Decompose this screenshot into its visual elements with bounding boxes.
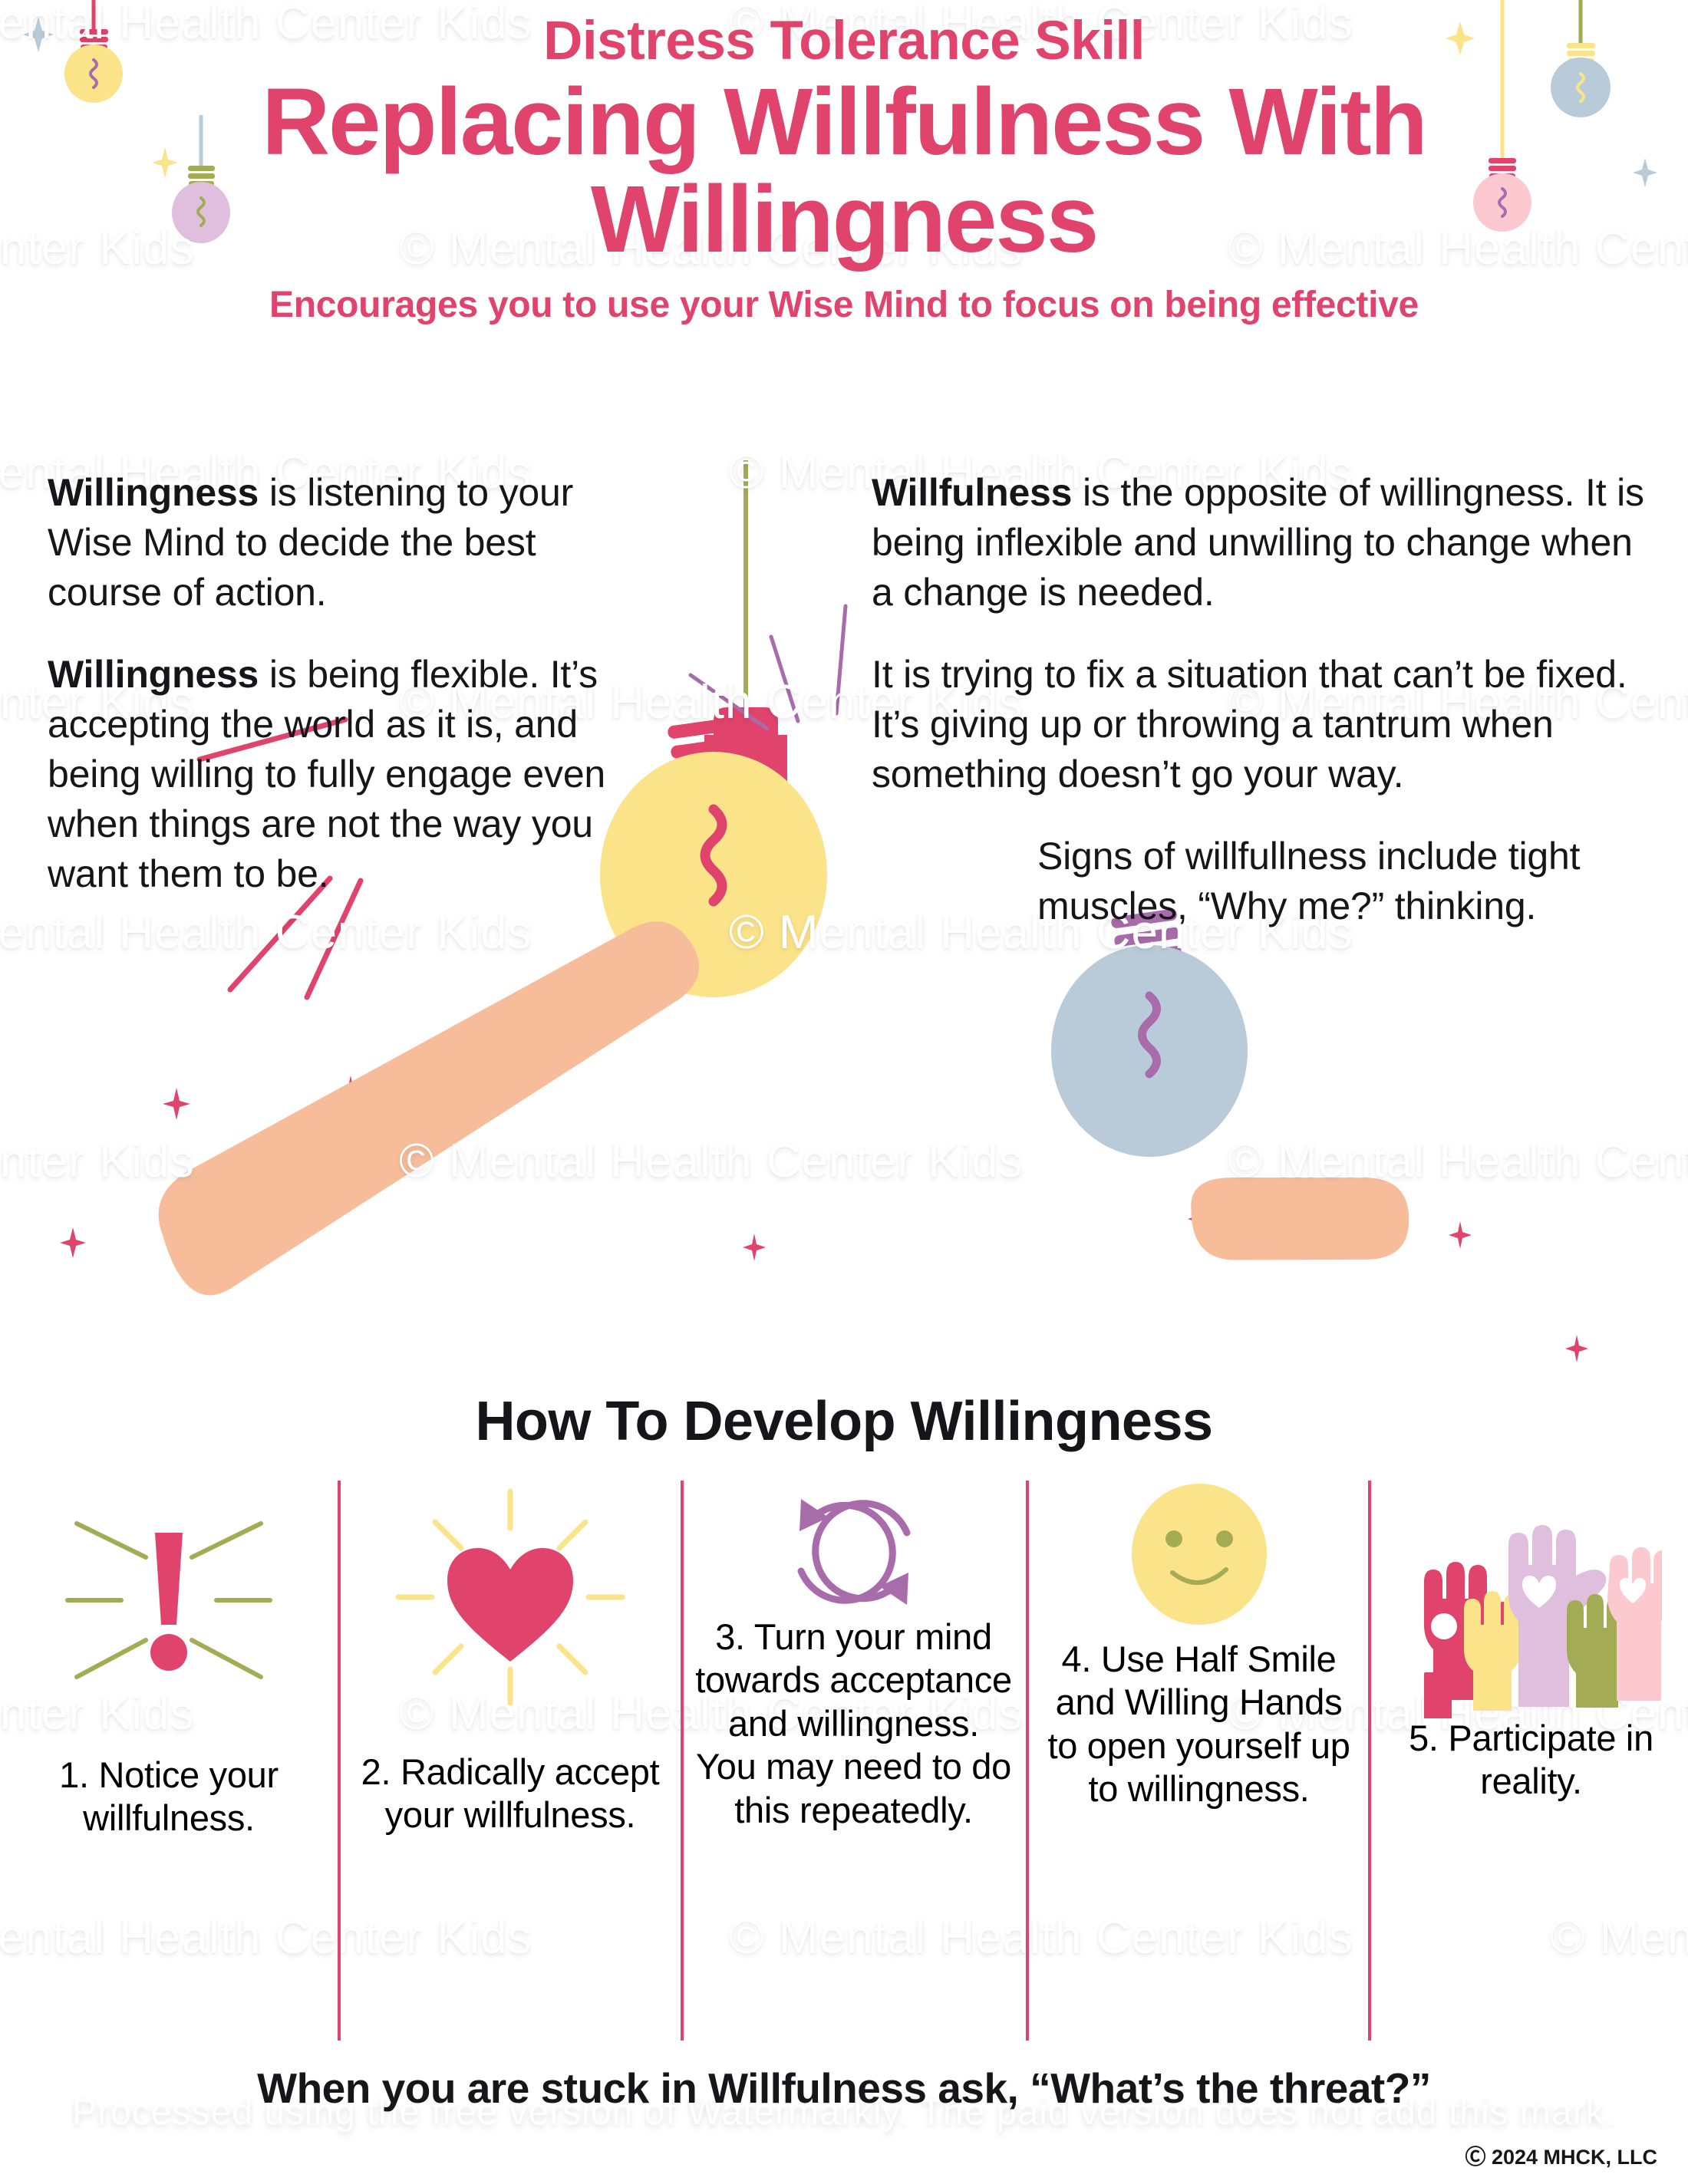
page-title-line1: Replacing Willfulness With: [262, 70, 1428, 175]
sparkle-blue-icon: [23, 17, 54, 52]
willingness-paragraph-1: Willingness is listening to your Wise Mi…: [48, 468, 654, 618]
circular-arrows-icon: [691, 1481, 1017, 1611]
hanging-bulb-lilac-left: [0, 115, 368, 380]
step-label-1: 1. Notice your willfulness.: [59, 1754, 279, 1839]
raised-hands-icon: [1380, 1481, 1683, 1726]
page-subtitle: Encourages you to use your Wise Mind to …: [269, 285, 1419, 326]
step-divider: [1368, 1481, 1371, 2041]
willfulness-paragraph-2: It is trying to fix a situation that can…: [872, 653, 1627, 796]
step-divider: [681, 1481, 684, 2041]
page-header: Distress Tolerance Skill Replacing Willf…: [0, 0, 1688, 326]
sparkle-yellow-icon: [1446, 21, 1475, 55]
willingness-term: Willingness: [48, 471, 259, 514]
copyright-notice: Ⓒ 2024 MHCK, LLC: [1465, 2146, 1657, 2169]
sparkle-blue-icon: [1633, 158, 1657, 187]
footer-question: When you are stuck in Willfulness ask, “…: [257, 2064, 1431, 2112]
step-label-3: 3. Turn your mind towards acceptance and…: [695, 1616, 1012, 1830]
right-column: Willfulness is the opposite of willingne…: [872, 468, 1654, 964]
hanging-bulb-blue-right: [1458, 0, 1688, 257]
hanging-bulb-pink-right: [1366, 0, 1596, 272]
step-divider: [338, 1481, 341, 2041]
step-item-4: 4. Use Half Smile and Willing Hands to o…: [1036, 1481, 1362, 1811]
sparkle-yellow-icon: [152, 147, 178, 178]
sparkle-pink-icon: [743, 1234, 766, 1261]
willfulness-signs-paragraph: Signs of willfullness include tight musc…: [1037, 835, 1581, 927]
step-item-3: 3. Turn your mind towards acceptance and…: [691, 1481, 1017, 1832]
page-title: Replacing Willfulness With Willingness: [0, 74, 1688, 268]
willingness-term: Willingness: [48, 653, 259, 696]
step-label-4: 4. Use Half Smile and Willing Hands to o…: [1047, 1639, 1350, 1810]
howto-steps: 1. Notice your willfulness.: [0, 1481, 1688, 2041]
willfulness-paragraph-1-text: is the opposite of willingness. It is be…: [872, 471, 1644, 614]
sparkle-pink-icon: [1565, 1335, 1588, 1362]
kicker-title: Distress Tolerance Skill: [543, 11, 1145, 71]
exclamation-burst-icon: [8, 1481, 330, 1711]
willingness-paragraph-2-text: is being flexible. It’s accepting the wo…: [48, 653, 606, 895]
step-item-2: 2. Radically accept your willfulness.: [353, 1481, 668, 1837]
howto-section-title: How To Develop Willingness: [475, 1391, 1213, 1452]
sparkle-pink-icon: [163, 1088, 190, 1120]
hanging-bulb-yellow-left: [0, 0, 230, 257]
willfulness-term: Willfulness: [872, 471, 1073, 514]
step-item-1: 1. Notice your willfulness.: [8, 1481, 330, 1840]
page-title-line2: Willingness: [590, 166, 1099, 272]
half-smile-face-icon: [1036, 1481, 1362, 1630]
willingness-paragraph-2: Willingness is being flexible. It’s acce…: [48, 650, 654, 899]
lightbulbs-hands-illustration: [158, 460, 1409, 1296]
willfulness-paragraph-1: Willfulness is the opposite of willingne…: [872, 468, 1654, 618]
step-label-2: 2. Radically accept your willfulness.: [361, 1751, 660, 1836]
step-divider: [1026, 1481, 1029, 2041]
heart-shine-icon: [353, 1481, 668, 1711]
step-label-5: 5. Participate in reality.: [1409, 1718, 1653, 1802]
sparkle-pink-icon: [1449, 1221, 1472, 1249]
blue-lightbulb: [1051, 908, 1248, 1157]
willingness-paragraph-1-text: is listening to your Wise Mind to decide…: [48, 471, 574, 614]
step-item-5: 5. Participate in reality.: [1380, 1481, 1683, 1804]
sparkle-pink-icon: [60, 1227, 86, 1258]
left-column: Willingness is listening to your Wise Mi…: [48, 468, 654, 931]
